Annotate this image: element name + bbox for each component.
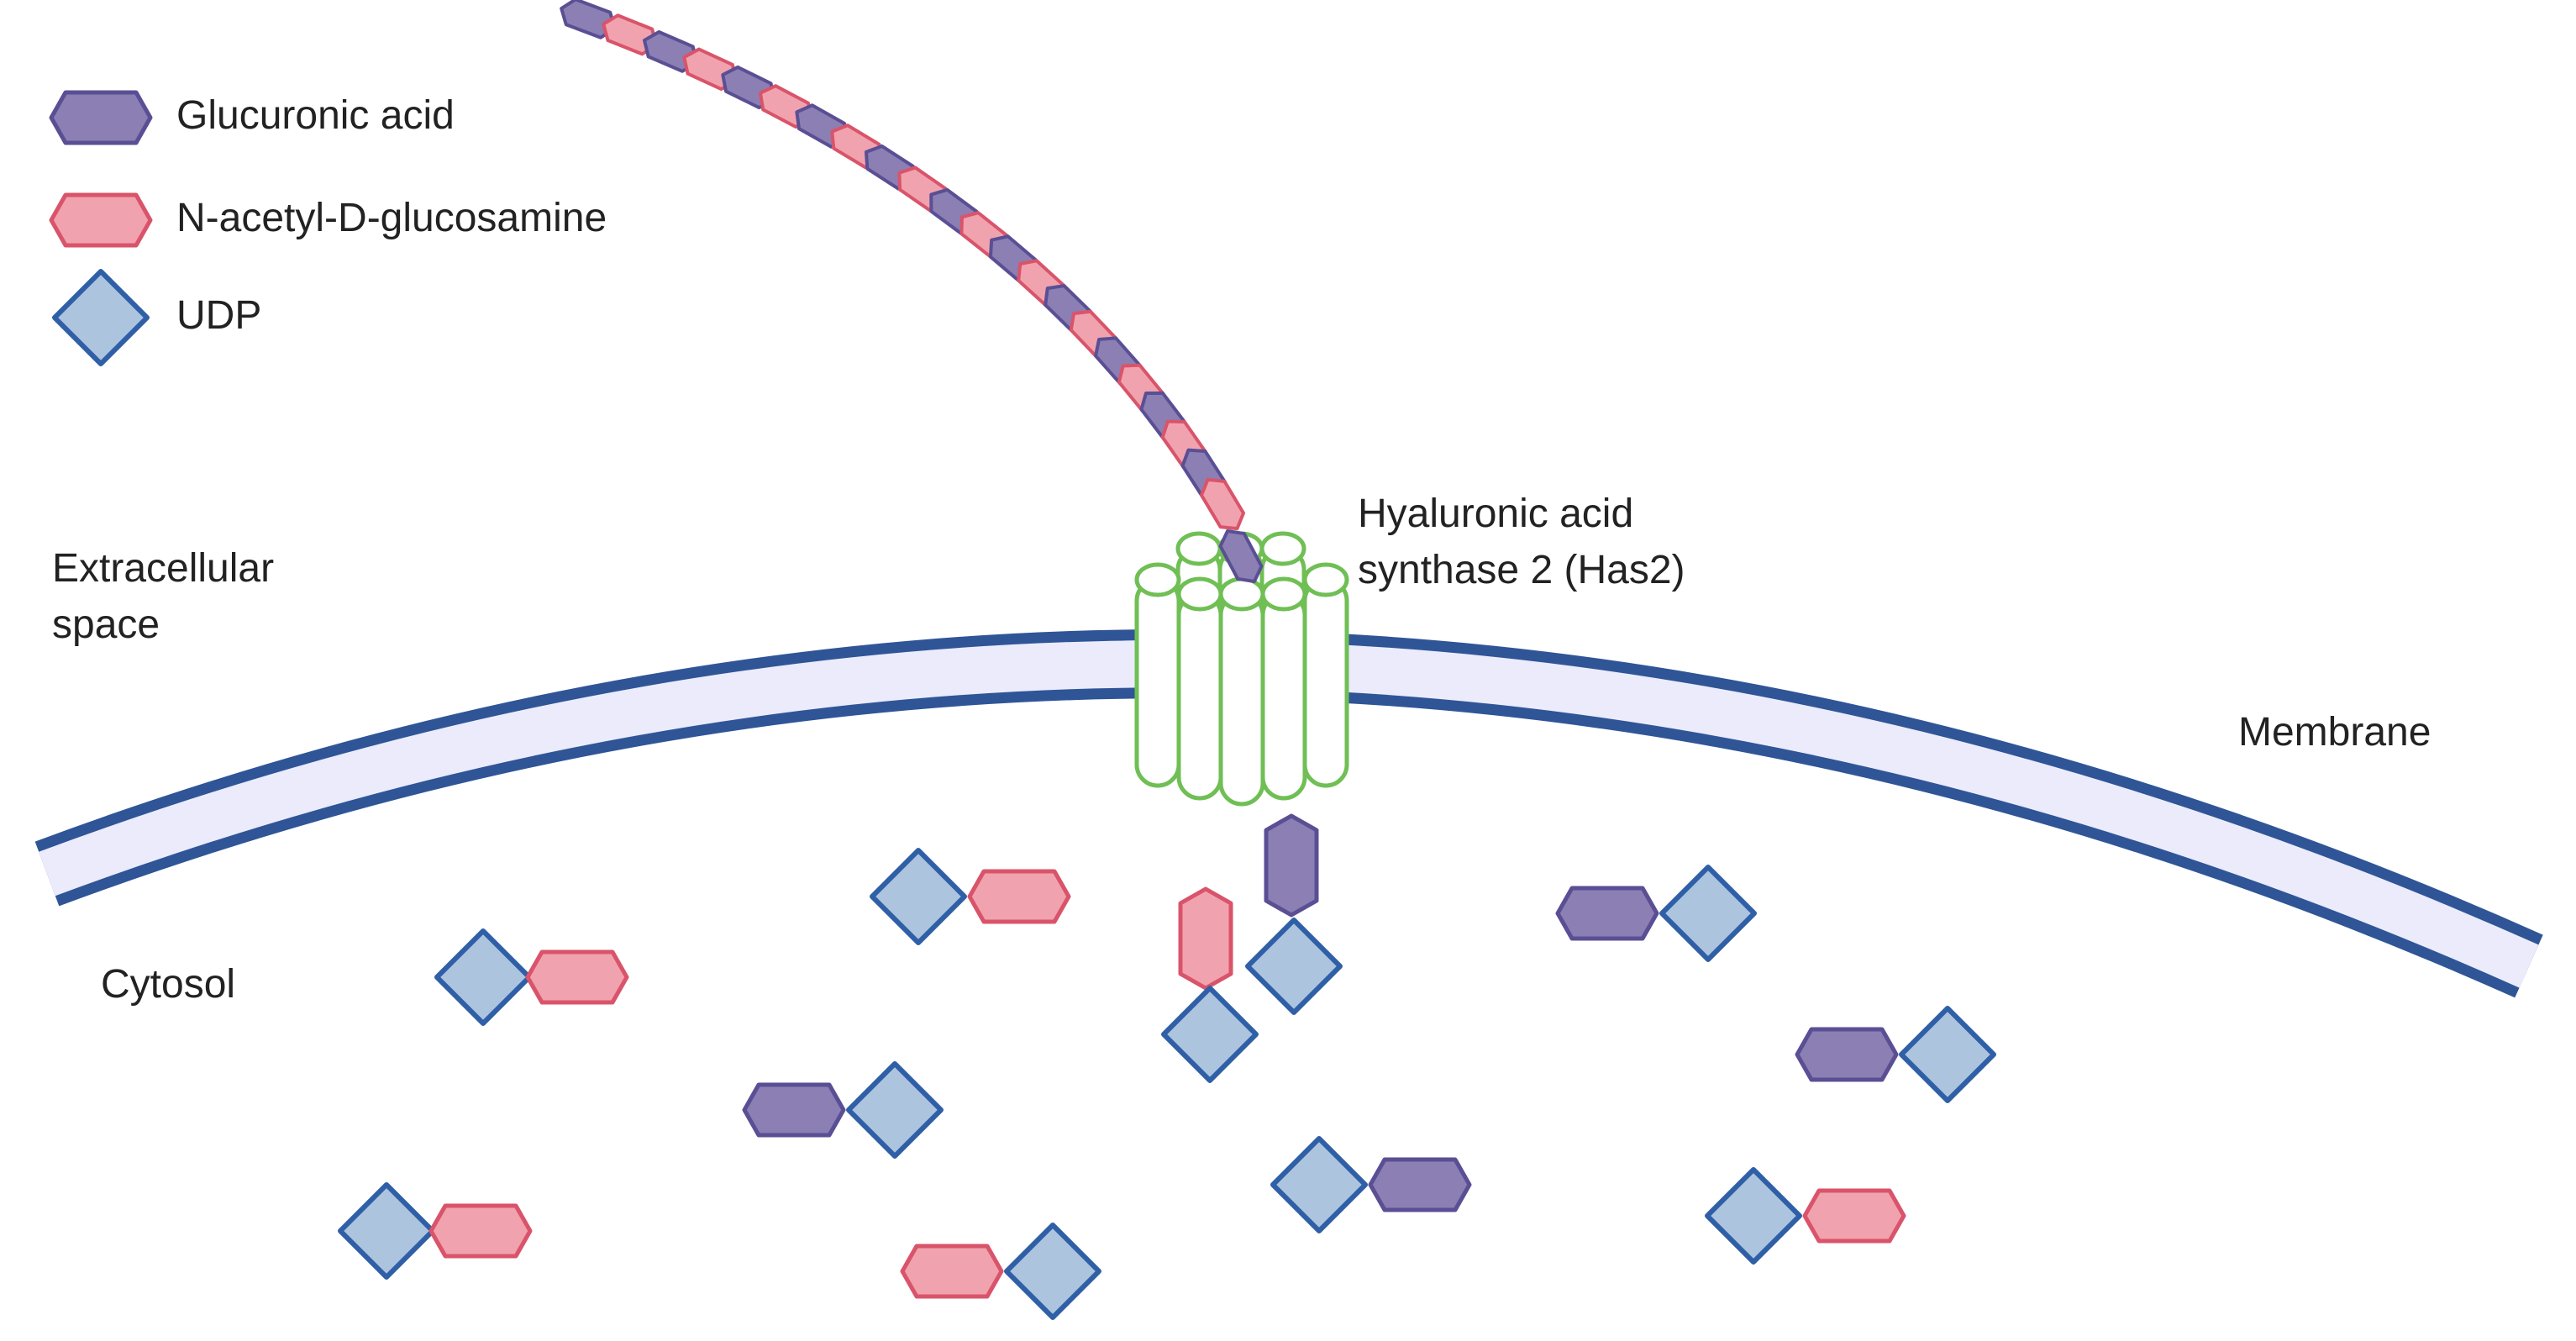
legend-udp-icon xyxy=(55,271,147,364)
hyaluronan-chain xyxy=(555,0,1251,538)
legend-label-udp: UDP xyxy=(176,293,262,338)
legend-label-glcnac: N-acetyl-D-glucosamine xyxy=(176,196,607,240)
udp-glcnac-4 xyxy=(902,1225,1099,1317)
cytosol-label: Cytosol xyxy=(101,962,236,1007)
legend-glcnac-icon xyxy=(51,195,150,245)
udp-glcua-1 xyxy=(744,1064,941,1156)
legend-label-glucuronic-acid: Glucuronic acid xyxy=(176,93,455,138)
enzyme-label: Hyaluronic acid synthase 2 (Has2) xyxy=(1358,492,1685,593)
udp-glcua-2 xyxy=(1273,1139,1469,1231)
udp-glcnac-vertical xyxy=(1164,889,1256,1081)
has2-enzyme xyxy=(1134,531,1349,807)
extracellular-space-label: Extracellular space xyxy=(52,546,275,648)
udp-glcnac-3 xyxy=(340,1185,530,1277)
udp-glcua-3 xyxy=(1558,867,1754,960)
udp-glcnac-5 xyxy=(1707,1170,1904,1262)
legend-glucuronic-acid-icon xyxy=(51,92,150,143)
udp-glcnac-2 xyxy=(437,931,627,1023)
legend-icons xyxy=(51,92,150,364)
membrane-label: Membrane xyxy=(2238,710,2431,755)
udp-glcua-vertical xyxy=(1248,816,1340,1012)
udp-glcua-4 xyxy=(1797,1008,1994,1101)
udp-sugars xyxy=(340,816,1994,1317)
udp-glcnac-1 xyxy=(872,850,1069,943)
